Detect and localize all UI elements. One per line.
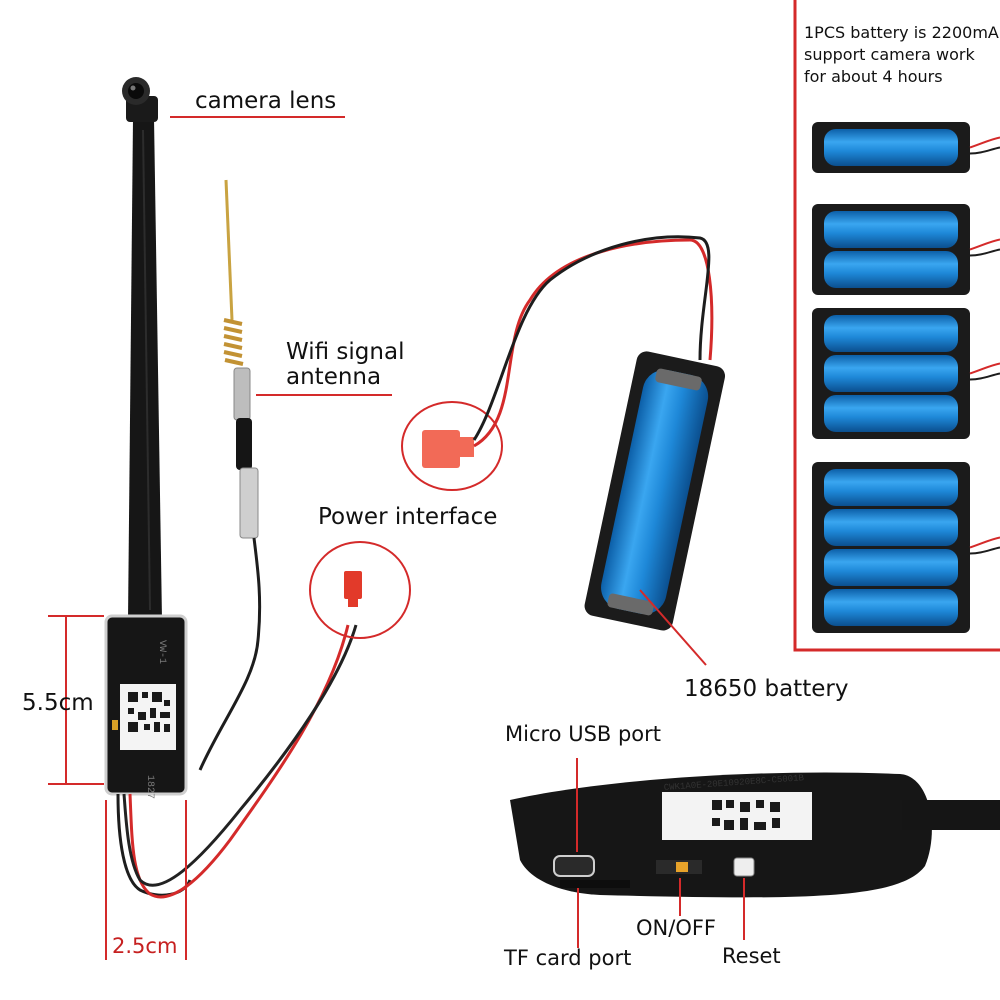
battery-cell xyxy=(824,469,958,506)
module-print-code: 1827 xyxy=(144,775,155,799)
battery-packs-group xyxy=(812,122,1000,633)
battery-pack-1-cell xyxy=(812,122,1000,173)
dimension-height xyxy=(48,615,104,785)
dimension-width xyxy=(105,800,187,960)
battery-wire-red xyxy=(969,536,1000,549)
camera-ribbon-cable xyxy=(128,118,162,620)
battery-pack-4-cell xyxy=(812,462,1000,633)
battery-wire-red xyxy=(969,362,1000,375)
battery-options-panel xyxy=(793,0,1000,652)
battery-cell xyxy=(824,395,958,432)
on-off-label: ON/OFF xyxy=(636,916,717,940)
battery-pointer xyxy=(639,589,707,666)
module-wires xyxy=(116,624,358,899)
battery-pack-2-cell xyxy=(812,204,1000,295)
battery-cell xyxy=(824,589,958,626)
battery-cell xyxy=(824,315,958,352)
wifi-antenna-part xyxy=(198,179,262,771)
camera-lens-label: camera lens xyxy=(195,88,337,114)
battery-pack-3-cell xyxy=(812,308,1000,439)
battery-note-line2: support camera work xyxy=(804,45,975,64)
width-dimension-label: 2.5cm xyxy=(112,934,178,958)
battery-note-line3: for about 4 hours xyxy=(804,67,943,86)
battery-cell xyxy=(824,549,958,586)
power-interface-label: Power interface xyxy=(318,504,498,530)
tf-card-label: TF card port xyxy=(504,946,632,970)
camera-lens-part xyxy=(122,77,158,122)
battery-18650-single xyxy=(584,351,726,631)
battery-wire-red xyxy=(969,238,1000,251)
power-connector-large xyxy=(401,235,714,491)
reset-label: Reset xyxy=(722,944,781,968)
closeup-pointers xyxy=(576,758,745,948)
height-dimension-label: 5.5cm xyxy=(22,690,94,716)
wifi-antenna-label-line1: Wifi signal xyxy=(286,339,405,365)
wifi-antenna-label-line2: antenna xyxy=(286,364,382,390)
battery-cell xyxy=(824,509,958,546)
battery-cell xyxy=(824,355,958,392)
battery-wire-black xyxy=(969,248,1000,257)
closeup-module-board: CWK1A0E-20E10920E8C-C5001B xyxy=(510,772,1000,898)
module-print-model: VW-1 xyxy=(156,640,167,664)
battery-wire-black xyxy=(969,372,1000,381)
battery-note-line1: 1PCS battery is 2200mA xyxy=(804,23,999,42)
battery-wire-black xyxy=(969,146,1000,155)
battery-wire-red xyxy=(969,136,1000,149)
battery-cell xyxy=(824,211,958,248)
battery-cell xyxy=(824,251,958,288)
battery-cell xyxy=(824,129,958,166)
camera-module-board: 1827 VW-1 xyxy=(104,614,188,799)
battery-18650-label: 18650 battery xyxy=(684,676,849,702)
power-connector-small xyxy=(309,541,411,639)
battery-wire-black xyxy=(969,546,1000,555)
micro-usb-label: Micro USB port xyxy=(505,722,662,746)
